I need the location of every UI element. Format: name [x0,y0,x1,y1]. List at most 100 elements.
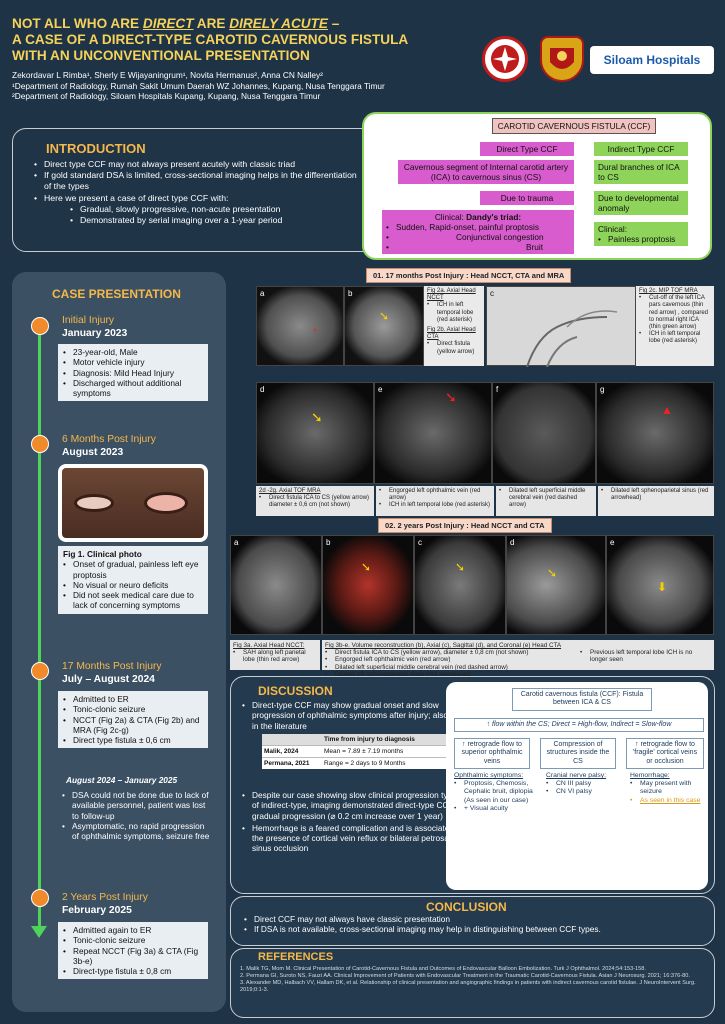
list-item: Diagnosis: Mild Head Injury [63,368,203,379]
list-item: 23-year-old, Male [63,347,203,358]
timeline-dot-4 [31,889,49,907]
ccf-indirect-header: Indirect Type CCF [594,142,688,156]
discussion-text-1: Direct-type CCF may show gradual onset a… [242,700,472,731]
list-item: Proptosis, Chemosis, Cephalic bruit, dip… [454,780,538,805]
yellow-arrow-icon: ➘ [361,560,372,574]
ccf-direct-header: Direct Type CCF [480,142,574,156]
list-item: May present with seizure [630,780,706,796]
list-item: Onset of gradual, painless left eye prop… [63,559,203,580]
fig2ab-caption: Fig 2a. Axial Head NCCT ICH in left temp… [424,286,484,366]
timeline-dot-1 [31,317,49,335]
timeline-2-date: August 2023 [62,447,124,458]
list-item: Asymptomatic, no rapid progression of op… [62,821,212,842]
list-item: Tonic-clonic seizure [63,704,203,715]
discussion-heading: DISCUSSION [258,684,333,698]
list-item: DSA could not be done due to lack of ava… [62,790,212,821]
list-item: Admitted again to ER [63,925,203,936]
fig3a-image: a [230,535,322,635]
hospital-logo-1-icon [482,36,528,82]
fig2d-image: d ➘ [256,382,374,484]
yellow-arrow-icon: ➘ [311,409,323,425]
yellow-arrow-icon: ⬇ [657,580,668,594]
discussion-text-2: Despite our case showing slow clinical p… [242,790,472,854]
timeline-dot-2 [31,435,49,453]
flow-compression-box: Compression of structures inside the CS [540,738,616,770]
timeline-1-head: Initial Injury [62,315,115,326]
list-item: Motor vehicle injury [63,357,203,368]
fig3e-image: e ⬇ [606,535,714,635]
ccf-indirect-cause: Due to developmental anomaly [594,191,688,215]
fig2g-image: g ▲ [596,382,714,484]
ccf-direct-clinical: Clinical: Dandy's triad: Sudden, Rapid-o… [382,210,574,254]
list-item: Did not seek medical care due to lack of… [63,590,203,611]
hospital-logo-2-icon [540,36,584,82]
fig2f-image: f [492,382,596,484]
clinical-photo [58,464,208,542]
list-item: Admitted to ER [63,694,203,705]
fig2c-image: c [486,286,636,367]
list-item: CN III palsy [546,780,622,788]
fig1-caption: Fig 1. Clinical photo Onset of gradual, … [58,546,208,614]
introduction-text: Direct type CCF may not always present a… [34,159,364,226]
list-item: CN VI palsy [546,788,622,796]
authors-block: Zekordavar L Rimba¹, Sherly E Wijayaning… [12,70,385,101]
references-panel [230,948,715,1018]
list-item: Direct-type fistula ± 0,8 cm [63,966,203,977]
ccf-indirect-origin: Dural branches of ICA to CS [594,160,688,184]
timeline-2-head: 6 Months Post Injury [62,434,156,445]
conclusion-text: Direct CCF may not always have classic p… [244,914,704,935]
list-item: Discharged without additional symptoms [63,378,203,399]
list-item: NCCT (Fig 2a) & CTA (Fig 2b) and MRA (Fi… [63,715,203,736]
timeline-3b-head: August 2024 – January 2025 [66,775,178,785]
fig3b-image: b ➘ [322,535,414,635]
case-heading: CASE PRESENTATION [52,287,181,301]
flow-cn-detail: Cranial nerve palsy: CN III palsyCN VI p… [546,772,622,797]
yellow-arrow-icon: ➘ [379,309,390,323]
poster-title: NOT ALL WHO ARE DIRECT ARE DIRELY ACUTE … [12,16,409,63]
fig3a-caption: Fig 3a. Axial Head NCCT: SAH along left … [230,640,320,670]
flow-mid-box: ↑ flow within the CS; Direct = High-flow… [454,718,704,733]
timeline-4-date: February 2025 [62,905,132,916]
fig3c-image: c ➘ [414,535,506,635]
timeline-3-date: July – August 2024 [62,674,155,685]
timeline-arrow-icon [31,926,47,938]
ccf-indirect-clinical: Clinical: Painless proptosis [594,222,688,246]
list-item: As seen in this case [630,797,706,805]
ccf-direct-cause: Due to trauma [480,191,574,205]
fig2dg-caption-3: Dilated left superficial middle cerebral… [496,486,596,516]
list-item: + Visual acuity [454,805,538,813]
timeline-3-box: Admitted to ERTonic-clonic seizureNCCT (… [58,691,208,749]
flow-hem-detail: Hemorrhage: May present with seizureAs s… [630,772,706,805]
fig2-banner: 01. 17 months Post Injury : Head NCCT, C… [366,268,572,283]
timeline-dot-3 [31,662,49,680]
flow-cortical-box: ↑ retrograde flow to 'fragile' cortical … [626,738,704,770]
fig2a-image: a * [256,286,344,366]
siloam-logo: Siloam Hospitals [590,46,714,74]
fig2c-caption: Fig 2c. MIP TOF MRA Cut-off of the left … [636,286,714,366]
timeline-4-head: 2 Years Post Injury [62,892,148,903]
list-item: No visual or neuro deficits [63,580,203,591]
fig2dg-caption-2: Engorged left ophthalmic vein (red arrow… [376,486,494,516]
flow-ophthalmic-box: ↑ retrograde flow to superior ophthalmic… [454,738,530,770]
timeline-line [38,330,41,930]
references-list: 1. Malik TG, Mom M. Clinical Presentatio… [240,966,696,993]
flow-ophthalmic-detail: Ophthalmic symptoms: Proptosis, Chemosis… [454,772,538,813]
yellow-arrow-icon: ➘ [455,560,466,574]
red-arrowhead-icon: ▲ [661,403,673,417]
timeline-3b-text: DSA could not be done due to lack of ava… [62,790,212,841]
ccf-direct-origin: Cavernous segment of Internal carotid ar… [398,160,574,184]
list-item: Repeat NCCT (Fig 3a) & CTA (Fig 3b-e) [63,946,203,967]
fig2dg-caption-4: Dilated left sphenoparietal sinus (red a… [598,486,714,516]
timeline-1-date: January 2023 [62,328,128,339]
red-arrow-icon: ➘ [445,389,457,405]
conclusion-heading: CONCLUSION [426,900,507,914]
fig2b-image: b ➘ [344,286,424,366]
timeline-1-box: 23-year-old, MaleMotor vehicle injuryDia… [58,344,208,402]
introduction-heading: INTRODUCTION [46,141,146,156]
fig3-banner: 02. 2 years Post Injury : Head NCCT and … [378,518,552,533]
list-item: Direct type fistula ± 0,6 cm [63,735,203,746]
timeline-3-head: 17 Months Post Injury [62,661,162,672]
fig2dg-caption-1: 2d -2g. Axial TOF MRA Direct fistula ICA… [256,486,374,516]
yellow-arrow-icon: ➘ [547,566,558,580]
list-item: Tonic-clonic seizure [63,935,203,946]
